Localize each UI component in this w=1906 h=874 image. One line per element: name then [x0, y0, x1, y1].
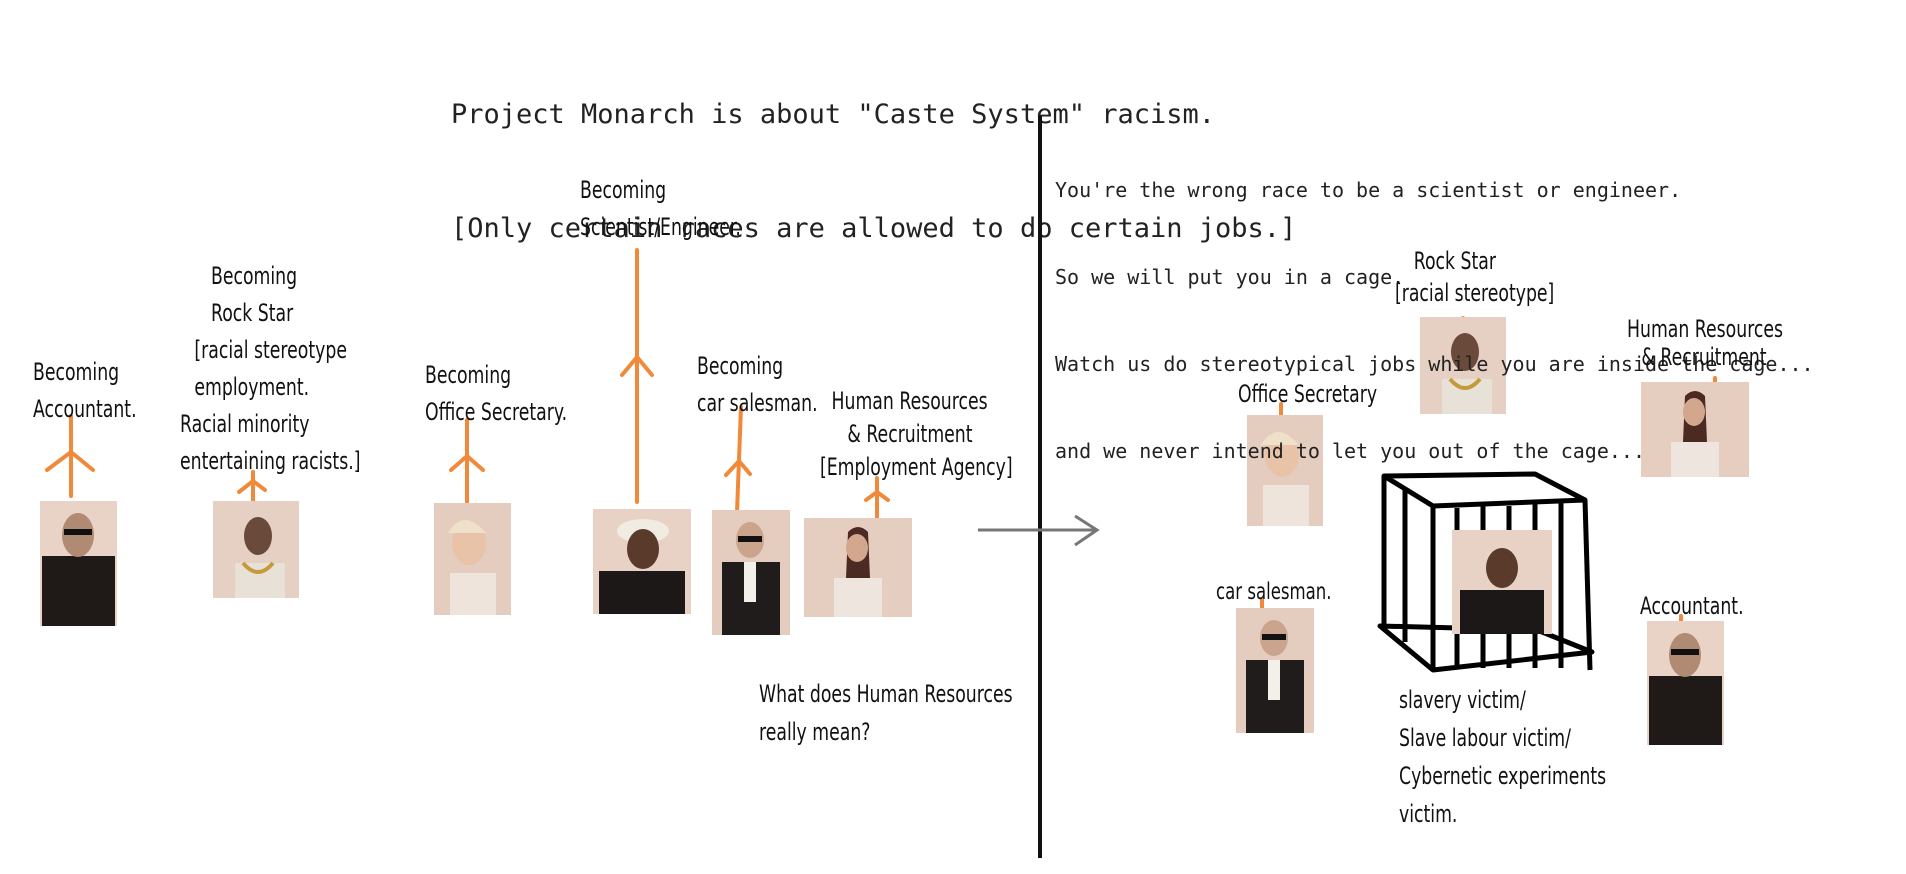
title-line-2: [Only certain races are allowed to do ce…: [451, 213, 1297, 244]
photo-rockstar: [213, 501, 299, 598]
label-right-accountant: Accountant.: [1640, 592, 1744, 620]
arrow-salesman: [724, 405, 752, 514]
photo-accountant: [40, 501, 117, 626]
label-hr: Human Resources & Recruitment [Employmen…: [820, 387, 1013, 481]
photo-secretary: [434, 503, 511, 615]
arrow-accountant: [45, 414, 95, 498]
label-salesman: Becoming car salesman.: [697, 352, 818, 417]
label-scientist: Becoming Scientist/Engineer.: [580, 176, 741, 241]
photo-scientist: [593, 509, 691, 614]
arrow-hr: [864, 476, 890, 520]
arrow-scientist: [620, 248, 654, 504]
label-victim: slavery victim/ Slave labour victim/ Cyb…: [1399, 686, 1607, 828]
label-question: What does Human Resources really mean?: [759, 680, 1013, 746]
photo-right-hr: [1641, 382, 1749, 477]
label-right-salesman: car salesman.: [1216, 579, 1332, 605]
label-rockstar: Becoming Rock Star [racial stereotype em…: [180, 262, 361, 475]
label-right-secretary: Office Secretary: [1238, 380, 1378, 408]
photo-right-secretary: [1247, 415, 1323, 526]
title-line-1: Project Monarch is about "Caste System" …: [451, 99, 1216, 130]
label-secretary: Becoming Office Secretary.: [425, 361, 568, 426]
title: Project Monarch is about "Caste System" …: [451, 20, 1296, 286]
label-accountant: Becoming Accountant.: [33, 358, 137, 423]
photo-right-salesman: [1236, 608, 1314, 733]
photo-right-accountant: [1647, 621, 1724, 745]
photo-caged-scientist: [1452, 530, 1552, 634]
photo-salesman: [712, 510, 790, 635]
label-right-hr: Human Resources & Recruitment: [1627, 315, 1784, 371]
flow-arrow: [978, 514, 1100, 547]
photo-right-rockstar: [1420, 317, 1506, 414]
photo-hr: [804, 518, 912, 617]
cage-explanation: You're the wrong race to be a scientist …: [1055, 178, 1814, 463]
arrow-secretary: [449, 418, 485, 508]
label-right-rockstar: Rock Star [racial stereotype]: [1395, 247, 1555, 307]
